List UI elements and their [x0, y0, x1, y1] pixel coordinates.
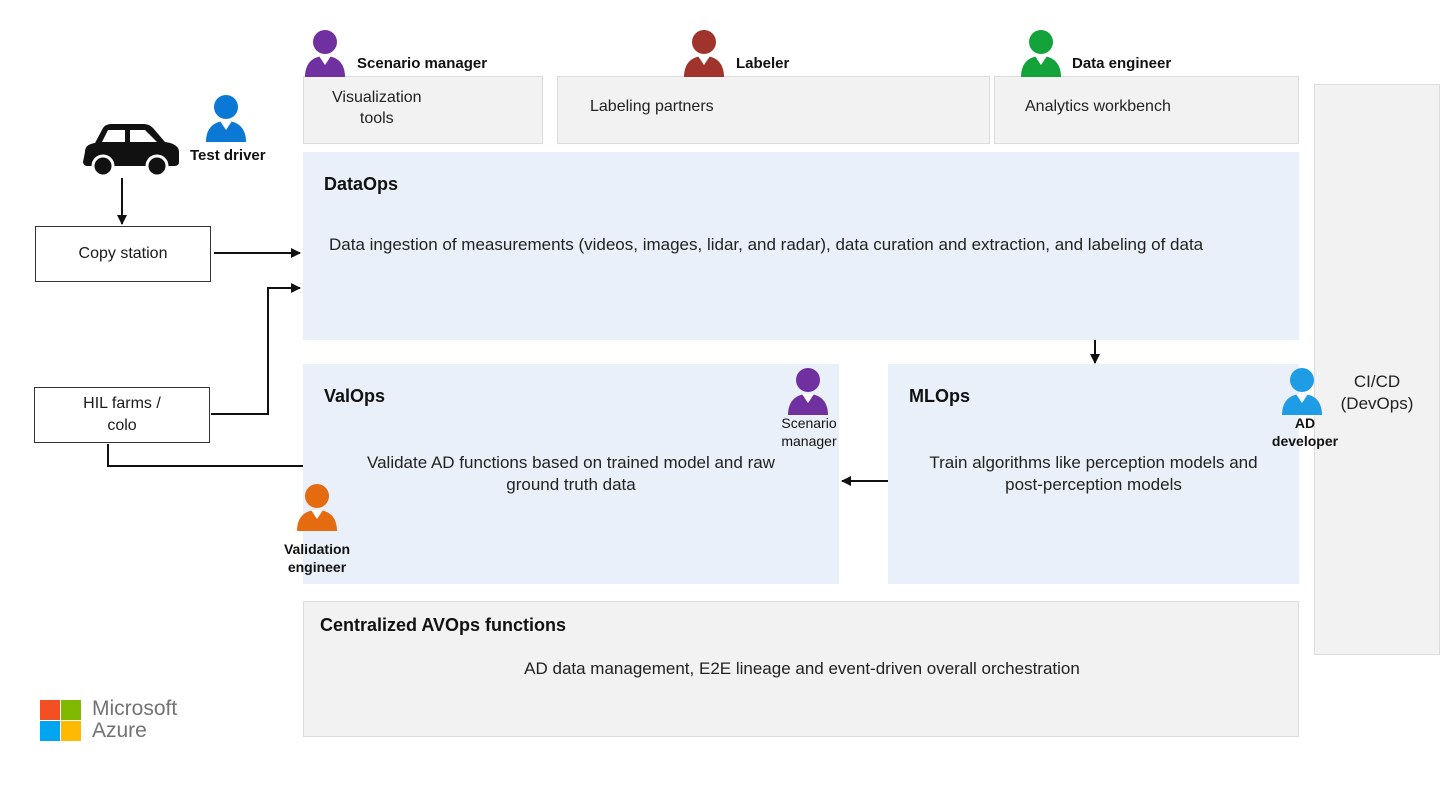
- line-valops-to-hil: [107, 444, 304, 467]
- validation-engineer-label-line2: engineer: [287, 559, 347, 575]
- copy-station-box: Copy station: [35, 226, 211, 282]
- mlops-title: MLOps: [909, 386, 970, 406]
- valops-box: ValOps Validate AD functions based on tr…: [303, 364, 839, 584]
- labeler-person-icon: [684, 30, 724, 77]
- cicd-label-line1: CI/CD: [1353, 372, 1401, 391]
- scenario-manager-top-label: Scenario manager: [357, 55, 488, 72]
- data-engineer-person-icon: [1021, 30, 1061, 77]
- labeling-partners-label: Labeling partners: [590, 98, 714, 115]
- hil-farms-label-line1: HIL farms /: [83, 395, 161, 412]
- valops-title: ValOps: [324, 386, 386, 406]
- copy-station-label: Copy station: [78, 245, 168, 262]
- arrow-hil-to-dataops: [211, 283, 301, 415]
- test-driver-label: Test driver: [190, 147, 266, 164]
- data-engineer-label: Data engineer: [1072, 55, 1172, 72]
- analytics-workbench-box: Analytics workbench: [994, 76, 1299, 144]
- scenario-manager-valops-label-line1: Scenario: [781, 415, 837, 431]
- logo-text-microsoft: Microsoft: [92, 697, 178, 720]
- hil-farms-box: HIL farms / colo: [34, 387, 210, 443]
- scenario-manager-valops-person-icon: [788, 368, 828, 415]
- avops-title: Centralized AVOps functions: [320, 615, 567, 635]
- ad-developer-label-line1: AD: [1294, 415, 1316, 431]
- cicd-box: CI/CD (DevOps): [1314, 84, 1440, 655]
- microsoft-logo-icon: [40, 700, 81, 741]
- ad-developer-label-line2: developer: [1271, 433, 1339, 449]
- labeler-label: Labeler: [736, 55, 790, 72]
- analytics-workbench-label: Analytics workbench: [1025, 98, 1171, 115]
- cicd-label-line2: (DevOps): [1340, 394, 1414, 413]
- validation-engineer-person-icon: [297, 484, 337, 531]
- visualization-tools-box: Visualization tools: [303, 76, 543, 144]
- test-driver-person-icon: [206, 95, 246, 142]
- scenario-manager-person-icon: [305, 30, 345, 77]
- microsoft-azure-logo: Microsoft Azure: [40, 698, 200, 742]
- mlops-description-line2: post-perception models: [1005, 475, 1182, 494]
- dataops-box: DataOps Data ingestion of measurements (…: [303, 152, 1299, 340]
- logo-text-azure: Azure: [92, 719, 147, 742]
- dataops-description: Data ingestion of measurements (videos, …: [329, 235, 1204, 254]
- hil-farms-label-line2: colo: [107, 417, 137, 434]
- visualization-tools-label-line1: Visualization: [332, 89, 422, 106]
- car-icon: [83, 124, 179, 178]
- avops-box: Centralized AVOps functions AD data mana…: [303, 601, 1299, 737]
- ad-developer-person-icon: [1282, 368, 1322, 415]
- validation-engineer-label-line1: Validation: [283, 541, 351, 557]
- valops-description-line2: ground truth data: [506, 475, 636, 494]
- labeling-partners-box: Labeling partners: [557, 76, 990, 144]
- mlops-box: MLOps Train algorithms like perception m…: [888, 364, 1299, 584]
- dataops-title: DataOps: [324, 174, 399, 194]
- avops-description: AD data management, E2E lineage and even…: [524, 659, 1080, 678]
- visualization-tools-label-line2: tools: [359, 110, 394, 127]
- mlops-description-line1: Train algorithms like perception models …: [929, 453, 1258, 472]
- valops-description-line1: Validate AD functions based on trained m…: [367, 453, 775, 472]
- scenario-manager-valops-label-line2: manager: [781, 433, 837, 449]
